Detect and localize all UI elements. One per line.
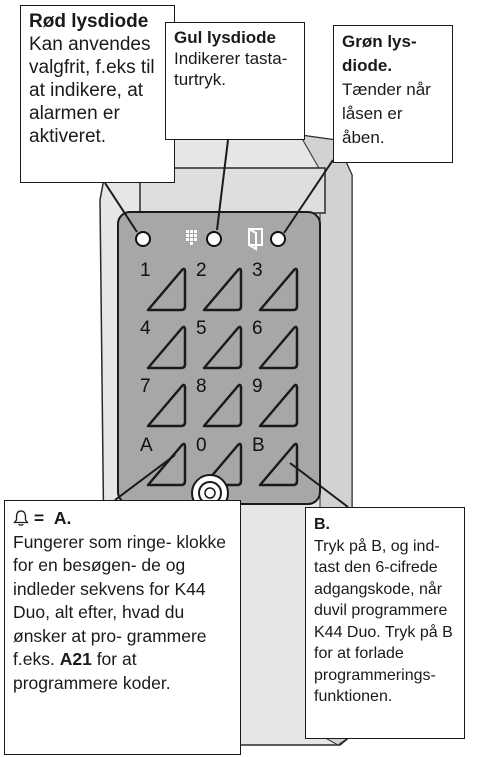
yellow-led-callout: Gul lysdiode Indikerer tasta- turtryk. [165,22,305,140]
yellow-led-description: Indikerer tasta- turtryk. [174,49,288,89]
key-a-equals: = [29,508,45,528]
key-4[interactable] [146,325,187,370]
key-label-a: A [140,435,153,456]
key-8[interactable] [202,383,243,428]
key-a[interactable] [146,442,187,487]
key-a-title: A. [53,508,72,528]
key-label-2: 2 [196,260,207,281]
key-2[interactable] [202,267,243,312]
key-0[interactable] [202,442,243,487]
key-label-8: 8 [196,376,207,397]
green-led-callout: Grøn lys- diode. Tænder når låsen er åbe… [333,25,453,163]
key-7[interactable] [146,383,187,428]
red-led-title: Rød lysdiode [29,11,149,32]
green-led [270,231,286,247]
grid-dots-icon [186,230,197,245]
key-a-text-2: for at programmere koder. [13,649,171,693]
key-6[interactable] [258,325,299,370]
leader-lines [104,139,349,508]
key-label-b: B [252,435,265,456]
key-label-1: 1 [140,260,151,281]
key-b-description: Tryk på B, og ind- tast den 6-cifrede ad… [314,537,453,706]
red-led-callout: Rød lysdiode Kan anvendes valgfrit, f.ek… [20,5,175,183]
key-label-9: 9 [252,376,263,397]
red-led-description: Kan anvendes valgfrit, f.eks til at indi… [29,34,155,147]
key-a-heading: = A. [13,507,232,531]
key-label-7: 7 [140,376,151,397]
green-led-title: Grøn lys- diode. [342,32,417,75]
keypad-panel [117,211,321,505]
key-b[interactable] [258,442,299,487]
key-a-description: Fungerer som ringe- klokke for en besøge… [13,531,232,696]
key-a-code: A21 [59,649,92,669]
key-a-text-1: Fungerer som ringe- klokke for en besøge… [13,531,226,670]
keys [146,267,299,487]
key-1[interactable] [146,267,187,312]
key-label-0: 0 [196,435,207,456]
key-9[interactable] [258,383,299,428]
key-3[interactable] [258,267,299,312]
green-led-description: Tænder når låsen er åben. [342,80,431,147]
key-5[interactable] [202,325,243,370]
key-a-callout: = A. Fungerer som ringe- klokke for en b… [4,500,241,755]
door-icon [248,228,263,251]
key-label-5: 5 [196,318,207,339]
key-label-6: 6 [252,318,263,339]
red-led [135,231,151,247]
bell-icon [13,510,29,526]
key-b-callout: B. Tryk på B, og ind- tast den 6-cifrede… [305,507,465,739]
key-label-3: 3 [252,260,263,281]
yellow-led [206,231,222,247]
key-label-4: 4 [140,318,151,339]
yellow-led-title: Gul lysdiode [174,28,277,47]
key-b-title: B. [314,516,330,533]
